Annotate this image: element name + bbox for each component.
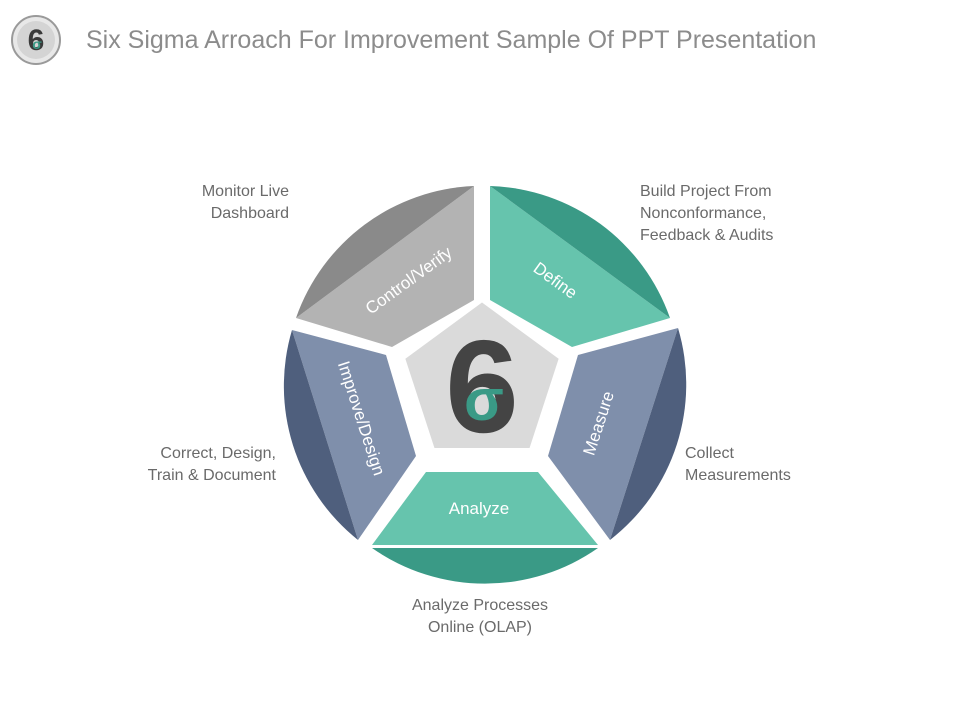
segment-analyze-label: Analyze — [449, 499, 509, 518]
annotation-improve: Correct, Design, Train & Document — [148, 443, 276, 487]
annotation-control: Monitor Live Dashboard — [202, 181, 289, 225]
center-sigma-glyph: σ — [464, 368, 504, 433]
annotation-measure-line: Measurements — [685, 467, 791, 484]
logo-glyph: 6 — [28, 24, 45, 57]
segment-measure: Measure — [548, 328, 687, 540]
annotation-define: Build Project From Nonconformance, Feedb… — [640, 181, 773, 247]
annotation-measure-line: Collect — [685, 445, 734, 462]
annotation-analyze-line: Analyze Processes — [411, 597, 549, 614]
annotation-define-line: Build Project From — [640, 183, 772, 200]
annotation-measure: Collect Measurements — [685, 443, 791, 487]
center-six-glyph: 6 — [445, 313, 518, 460]
center-pentagon: 6 σ — [400, 297, 564, 460]
segment-analyze: Analyze — [372, 472, 598, 584]
segment-define: Define — [490, 186, 670, 347]
annotation-improve-line: Correct, Design, — [160, 445, 276, 462]
annotation-control-line: Dashboard — [210, 205, 289, 222]
annotation-analyze-line: Online (OLAP) — [427, 619, 533, 636]
segment-control: Control/Verify — [296, 186, 474, 347]
annotation-define-line: Nonconformance, — [640, 205, 767, 222]
segment-improve: Improve/Design — [283, 330, 416, 540]
annotation-control-line: Monitor Live — [201, 183, 289, 200]
annotation-improve-line: Train & Document — [147, 467, 276, 484]
svg-text:σ: σ — [32, 36, 42, 52]
six-sigma-logo-icon: 6 σ — [11, 15, 61, 65]
page-title: Six Sigma Arroach For Improvement Sample… — [86, 26, 817, 54]
annotation-define-line: Feedback & Audits — [640, 227, 774, 244]
annotation-analyze: Analyze Processes Online (OLAP) — [380, 595, 580, 639]
